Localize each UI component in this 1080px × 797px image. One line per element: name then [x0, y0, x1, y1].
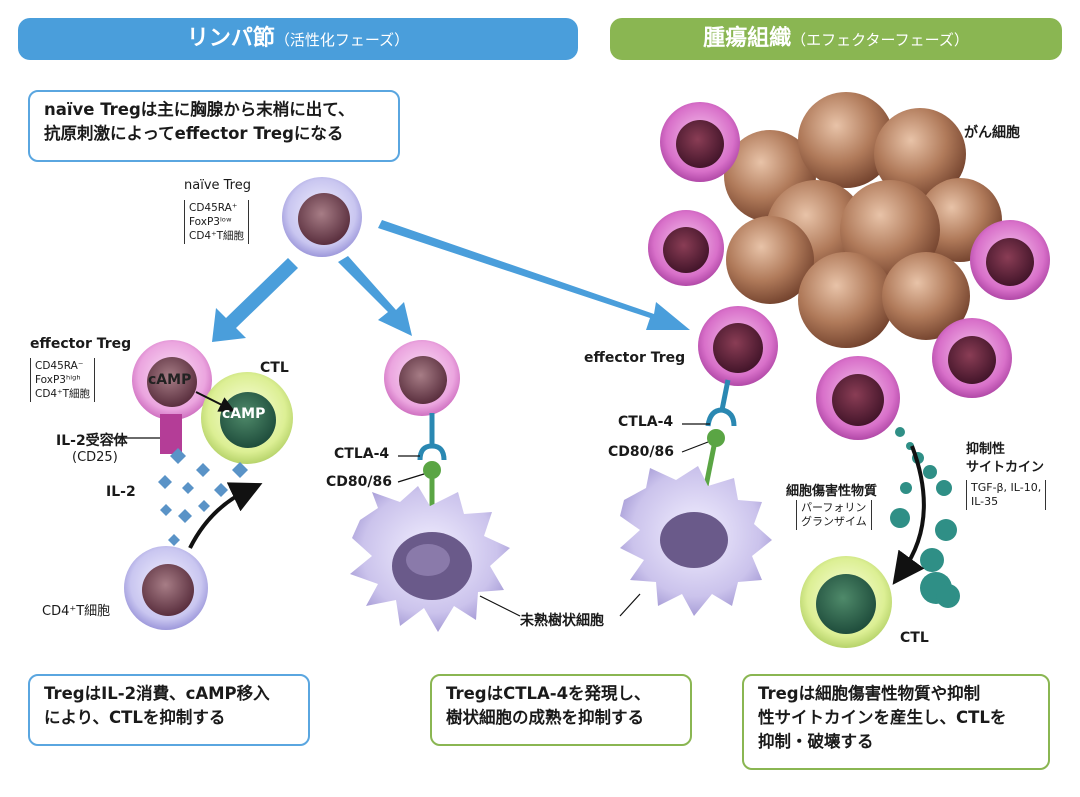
arrow-to-effector-mid — [338, 256, 412, 336]
effector-treg-mid-cell — [384, 340, 460, 514]
dendritic-cell-right — [620, 466, 772, 616]
immature-dc-label: 未熟樹状細胞 — [520, 613, 604, 629]
effector-treg-left-label: effector Treg — [30, 336, 132, 352]
effector-marker-3: CD4⁺T細胞 — [35, 388, 91, 400]
cd80-right-label: CD80/86 — [608, 444, 674, 460]
tumor-title: 腫瘍組織 — [703, 26, 792, 51]
cancer-cell-label: がん細胞 — [964, 125, 1020, 141]
ctl-bottom-label: CTL — [900, 630, 929, 646]
arrow-to-effector-right — [378, 220, 690, 330]
cytotoxic-label: 細胞傷害性物質 — [786, 484, 878, 499]
il2-receptor — [160, 414, 182, 454]
ctl-bottom-cell — [800, 556, 892, 648]
ctla4-mid-label: CTLA-4 — [334, 446, 390, 462]
lymph-node-banner: リンパ節（活性化フェーズ） — [18, 18, 578, 60]
bottom-mid-line-1: TregはCTLA-4を発現し、 — [446, 684, 651, 703]
camp-label-ctl: cAMP — [222, 406, 266, 422]
naive-marker-2: FoxP3ˡᵒʷ — [189, 216, 232, 228]
il2-particles — [158, 448, 252, 546]
cd25-label: (CD25) — [72, 450, 118, 465]
lymph-node-subtitle: （活性化フェーズ） — [274, 31, 410, 49]
effector-treg-right-cell — [698, 306, 778, 497]
cytotoxic-item-1: パーフォリン — [801, 501, 867, 514]
naive-treg-markers: CD45RA⁺ FoxP3ˡᵒʷ CD4⁺T細胞 — [184, 200, 250, 244]
cd80-mid-label: CD80/86 — [326, 474, 392, 490]
bottom-note-left: TregはIL-2消費、cAMP移入 により、CTLを抑制する — [28, 674, 310, 746]
top-note-line-2: 抗原刺激によってeffector Tregになる — [44, 124, 344, 143]
bottom-note-right: Tregは細胞傷害性物質や抑制 性サイトカインを産生し、CTLを 抑制・破壊する — [742, 674, 1050, 770]
naive-treg-label: naïve Treg — [184, 178, 251, 193]
lymph-node-title: リンパ節 — [186, 26, 275, 51]
effector-marker-2: FoxP3ʰⁱᵍʰ — [35, 374, 81, 386]
top-note-box: naïve Tregは主に胸腺から末梢に出て、 抗原刺激によってeffector… — [28, 90, 400, 162]
bottom-left-line-1: TregはIL-2消費、cAMP移入 — [44, 684, 270, 703]
il2-receptor-label: IL-2受容体 — [56, 433, 128, 449]
effector-treg-right-label: effector Treg — [584, 350, 686, 366]
ctla4-right-label: CTLA-4 — [618, 414, 674, 430]
cd4-t-cell — [124, 546, 208, 630]
bottom-right-line-2: 性サイトカインを産生し、CTLを — [758, 708, 1007, 727]
cd4-t-cell-label: CD4⁺T細胞 — [42, 604, 111, 619]
effector-treg-left-cell — [132, 340, 212, 454]
bottom-note-mid: TregはCTLA-4を発現し、 樹状細胞の成熟を抑制する — [430, 674, 692, 746]
bottom-left-line-2: により、CTLを抑制する — [44, 708, 226, 727]
cancer-cell-cluster — [724, 92, 1002, 348]
il2-label: IL-2 — [106, 484, 136, 500]
naive-marker-1: CD45RA⁺ — [189, 202, 238, 214]
suppressive-item-2: IL-35 — [971, 495, 999, 508]
effector-marker-1: CD45RA⁻ — [35, 360, 84, 372]
cytokine-particles — [890, 427, 960, 608]
differentiation-arrows — [212, 220, 690, 342]
suppressive-label-2: サイトカイン — [966, 460, 1045, 475]
bottom-right-line-3: 抑制・破壊する — [758, 732, 874, 751]
tumor-subtitle: （エフェクターフェーズ） — [791, 31, 969, 49]
bottom-right-line-1: Tregは細胞傷害性物質や抑制 — [758, 684, 981, 703]
naive-marker-3: CD4⁺T細胞 — [189, 230, 245, 242]
effector-treg-left-markers: CD45RA⁻ FoxP3ʰⁱᵍʰ CD4⁺T細胞 — [30, 358, 96, 402]
dendritic-cell-mid — [350, 486, 510, 632]
tumor-banner: 腫瘍組織（エフェクターフェーズ） — [610, 18, 1062, 60]
bottom-mid-line-2: 樹状細胞の成熟を抑制する — [446, 708, 644, 727]
suppressive-items: TGF-β, IL-10, IL-35 — [966, 480, 1047, 510]
arrow-to-effector-left — [212, 258, 298, 342]
cytotoxic-item-2: グランザイム — [801, 515, 867, 528]
top-note-line-1: naïve Tregは主に胸腺から末梢に出て、 — [44, 100, 355, 119]
suppressive-label-1: 抑制性 — [966, 442, 1006, 457]
camp-label-treg: cAMP — [148, 372, 192, 388]
ctl-top-label: CTL — [260, 360, 289, 376]
suppressive-item-1: TGF-β, IL-10, — [971, 481, 1042, 494]
naive-treg-cell — [282, 177, 362, 257]
tumor-tregs — [648, 102, 1050, 440]
cytotoxic-items: パーフォリン グランザイム — [796, 500, 872, 530]
